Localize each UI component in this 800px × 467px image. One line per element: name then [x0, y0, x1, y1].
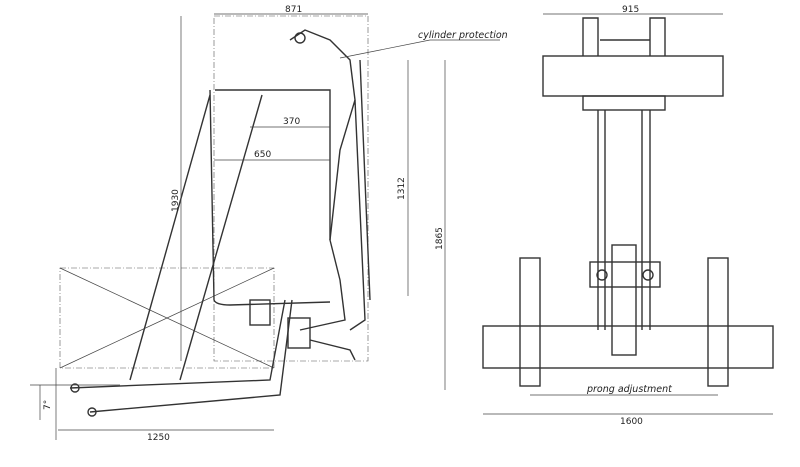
dim-370: 370 — [283, 117, 300, 127]
dim-1600: 1600 — [620, 417, 643, 427]
dim-1865: 1865 — [435, 227, 445, 250]
dim-1930: 1930 — [171, 189, 181, 212]
dim-871: 871 — [285, 5, 302, 15]
dim-angle: 7° — [43, 400, 53, 410]
dim-650: 650 — [254, 150, 271, 160]
side-view — [30, 13, 500, 440]
dim-915: 915 — [622, 5, 639, 15]
dim-1250: 1250 — [147, 433, 170, 443]
dim-1312: 1312 — [397, 177, 407, 200]
cylinder-protection-label: cylinder protection — [418, 30, 508, 41]
front-view — [482, 13, 774, 415]
prong-adjustment-label: prong adjustment — [586, 384, 673, 395]
